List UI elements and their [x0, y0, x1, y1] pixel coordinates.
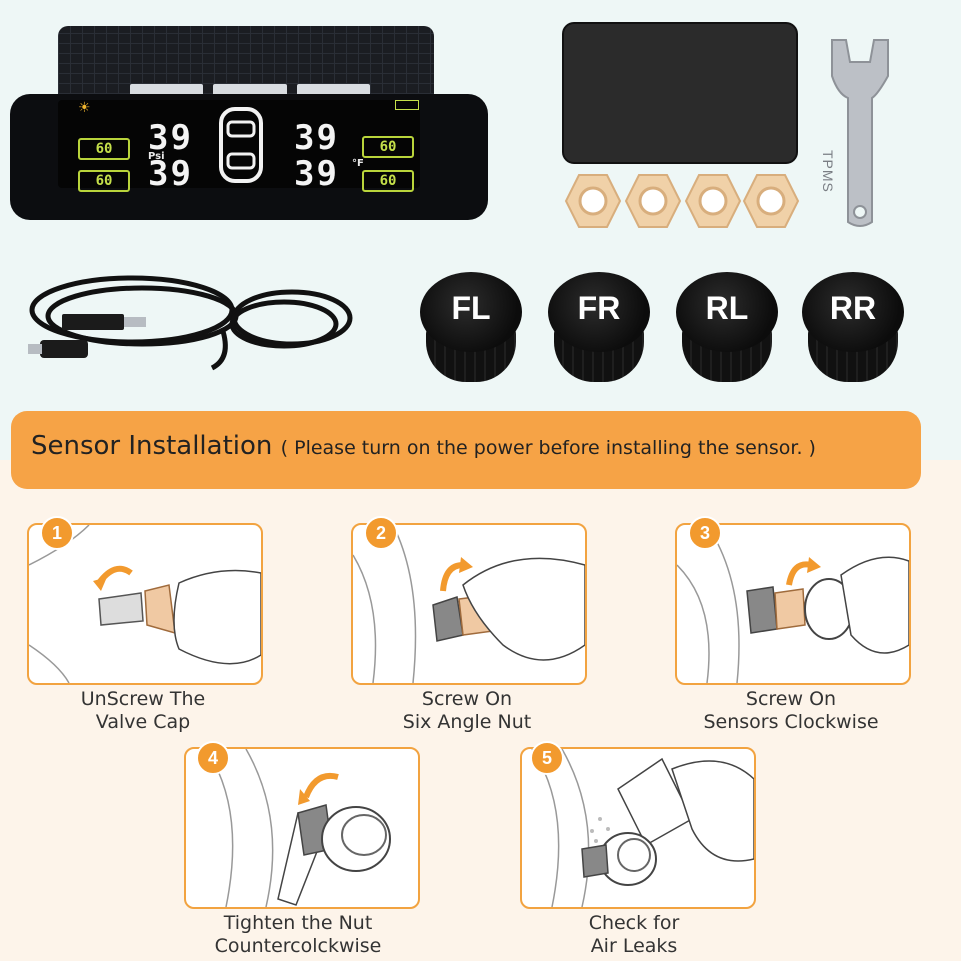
sensor-label: FL: [451, 290, 491, 326]
lcd-reading-fl: 60: [78, 138, 130, 160]
hex-nut-icon: [624, 174, 682, 228]
step-caption-line: UnScrew The: [80, 688, 206, 710]
pressure-fl: 39: [148, 118, 193, 158]
step-2-caption: Screw On Six Angle Nut: [337, 688, 597, 734]
step-5-illustration: [520, 747, 756, 909]
monitor-buttons: [130, 84, 370, 96]
step-caption-line: Check for: [588, 912, 680, 934]
adhesive-pad: [562, 22, 798, 164]
sun-icon: ☀: [78, 100, 91, 116]
sensor-fl: FL: [418, 272, 524, 384]
banner-heading: Sensor Installation ( Please turn on the…: [31, 431, 816, 461]
step-3-caption: Screw On Sensors Clockwise: [661, 688, 921, 734]
solar-panel: [58, 26, 434, 94]
lcd-reading-fr: 60: [362, 136, 414, 158]
step-badge: 5: [530, 741, 564, 775]
temperature-unit: °F: [352, 158, 364, 169]
step-badge: 1: [40, 516, 74, 550]
sensor-fr: FR: [546, 272, 652, 384]
step-caption-line: Screw On: [745, 688, 837, 710]
hex-nut-icon: [564, 174, 622, 228]
sensor-label: FR: [577, 290, 621, 326]
sensor-rr: RR: [800, 272, 906, 384]
step-caption-line: Screw On: [421, 688, 513, 710]
hex-nut-icon: [742, 174, 800, 228]
pressure-rr: 39: [294, 154, 339, 194]
step-4-illustration: [184, 747, 420, 909]
step-2-illustration: [351, 523, 587, 685]
battery-icon: [395, 100, 419, 110]
step-4-caption: Tighten the Nut Countercolckwise: [168, 912, 428, 958]
step-caption-line: Valve Cap: [95, 711, 191, 733]
step-caption-line: Air Leaks: [590, 935, 678, 957]
pressure-unit: Psi: [148, 151, 165, 162]
banner-title: Sensor Installation: [31, 431, 273, 461]
sensor-label: RL: [705, 290, 749, 326]
section-banner: Sensor Installation ( Please turn on the…: [11, 411, 921, 489]
step-5-caption: Check for Air Leaks: [504, 912, 764, 958]
pressure-rl: 39: [148, 154, 193, 194]
lcd-reading-rr: 60: [362, 170, 414, 192]
step-caption-line: Six Angle Nut: [402, 711, 532, 733]
sensor-rl: RL: [674, 272, 780, 384]
step-1-caption: UnScrew The Valve Cap: [13, 688, 273, 734]
step-1-illustration: [27, 523, 263, 685]
step-badge: 3: [688, 516, 722, 550]
sensor-label: RR: [829, 290, 877, 326]
usb-cable: [28, 275, 353, 371]
car-icon: [219, 107, 263, 183]
lcd-reading-rl: 60: [78, 170, 130, 192]
hex-nut-icon: [684, 174, 742, 228]
step-badge: 4: [196, 741, 230, 775]
step-caption-line: Countercolckwise: [214, 935, 382, 957]
wrench-label: TPMS: [820, 150, 836, 193]
step-caption-line: Sensors Clockwise: [703, 711, 879, 733]
step-3-illustration: [675, 523, 911, 685]
wrench-icon: [831, 39, 889, 227]
lcd-screen: [58, 100, 420, 188]
banner-note: ( Please turn on the power before instal…: [280, 437, 816, 459]
step-caption-line: Tighten the Nut: [223, 912, 373, 934]
step-badge: 2: [364, 516, 398, 550]
pressure-fr: 39: [294, 118, 339, 158]
